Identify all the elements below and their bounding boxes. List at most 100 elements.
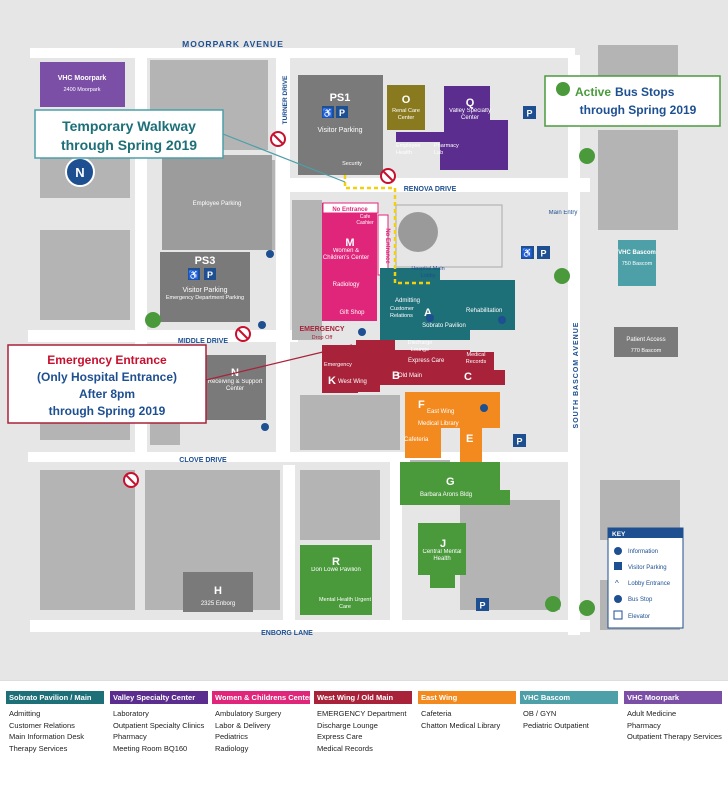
key-item-3: Bus Stop <box>628 597 653 603</box>
key-item-4: Elevator <box>628 614 650 620</box>
m-cafe: Cafe Cashier <box>356 214 374 226</box>
legend-header: Sobrato Pavilion / Main <box>6 691 104 704</box>
street-clove: CLOVE DRIVE <box>179 457 227 464</box>
main-entry-wrap: Main Entry <box>549 210 578 216</box>
grey-annex <box>292 200 322 340</box>
parking-icon <box>537 246 550 259</box>
building-a[interactable] <box>380 268 515 340</box>
legend-item: Pediatrics <box>215 732 248 741</box>
bus-stops <box>145 148 595 616</box>
wheelchair-glyph: ♿ <box>188 269 199 280</box>
patient-access-address: 770 Bascom <box>631 348 662 354</box>
bus-stop-icon <box>614 595 622 603</box>
legend-item: Labor & Delivery <box>215 720 271 730</box>
parking-glyph: P <box>339 108 345 118</box>
a-code: A <box>424 307 432 319</box>
info-icon <box>426 314 434 322</box>
street-turner: TURNER DRIVE <box>282 75 289 124</box>
ps3-ed-parking: Emergency Department Parking <box>165 295 245 301</box>
parking-icon <box>513 434 526 447</box>
m-no-entrance-side: No Entrance <box>384 228 390 264</box>
key-title: KEY <box>612 531 626 538</box>
parking-glyph: P <box>207 270 213 280</box>
building-j[interactable] <box>418 523 466 588</box>
k-name: West Wing <box>338 379 367 385</box>
r-urgent-wrap: Mental Health Urgent Care <box>319 597 371 610</box>
legend-header: VHC Moorpark <box>624 691 722 704</box>
o-name: Renal Care Center <box>392 108 420 121</box>
legend-item: Cafeteria <box>421 709 452 718</box>
building-q[interactable] <box>396 86 508 170</box>
ps3-code: PS3 <box>195 255 216 267</box>
walkway-line1: Temporary Walkway <box>62 118 196 134</box>
temporary-walkway-path <box>343 175 432 285</box>
bus-callout <box>544 75 721 127</box>
q-code: Q <box>466 97 475 109</box>
m-name-wrap: Women & Children's Center <box>323 248 369 261</box>
building-f-lower <box>405 428 441 458</box>
emergency-small: Emergency <box>324 362 352 368</box>
ps1-code: PS1 <box>330 92 351 104</box>
building-r[interactable] <box>300 545 372 615</box>
building-k[interactable] <box>322 345 358 393</box>
employee-parking-label: Employee Parking <box>193 201 242 207</box>
m-gift-shop: Gift Shop <box>339 310 365 316</box>
legend-col-westwing: West Wing / Old Main EMERGENCY Departmen… <box>314 691 412 754</box>
legend-item: Adult Medicine <box>627 709 677 718</box>
ps1-security: Security <box>342 161 362 167</box>
building-h[interactable] <box>183 572 253 612</box>
m-code: M <box>345 237 354 249</box>
building-vhc-bascom[interactable] <box>618 240 656 286</box>
legend-header: East Wing <box>418 691 516 704</box>
r-name: Don Lowe Pavilion <box>311 567 361 573</box>
ps3-label: Visitor Parking <box>182 287 227 294</box>
street-renova: RENOVA DRIVE <box>404 186 457 193</box>
ps3-ed-wrap: Emergency Department Parking <box>165 295 245 301</box>
wheelchair-glyph: ♿ <box>522 247 533 258</box>
parking-glyph: P <box>479 601 485 611</box>
bus-stop-icon <box>579 148 595 164</box>
building-m[interactable] <box>322 203 377 321</box>
info-icon <box>261 423 269 431</box>
building-vhc-moorpark[interactable] <box>40 62 125 107</box>
bus-stop-icon <box>556 82 570 96</box>
j-name: Central Mental Health <box>422 549 462 562</box>
q-pl-wrap: Pharmacy Lab <box>434 143 459 156</box>
legend-item: Chatton Medical Library <box>421 720 501 730</box>
elevator-icon <box>613 610 623 620</box>
building-f[interactable] <box>405 392 500 470</box>
building-o[interactable] <box>387 85 425 130</box>
legend-item: Express Care <box>317 732 363 741</box>
r-name-wrap: Don Lowe Pavilion <box>311 567 361 573</box>
a-name: Sobrato Pavilion <box>422 323 466 329</box>
c-name-wrap: Medical Records <box>466 352 486 365</box>
legend-item: Discharge Lounge <box>317 720 378 730</box>
legend-item: Outpatient Therapy Services <box>627 732 722 741</box>
building-g[interactable] <box>400 462 510 505</box>
building-c[interactable] <box>460 352 494 380</box>
b-name: Old Main <box>398 373 422 379</box>
legend-header: West Wing / Old Main <box>314 691 412 704</box>
b-discharge-wrap: Discharge Lounge <box>408 340 433 353</box>
legend-item: Pharmacy <box>627 720 661 730</box>
legend-item: Admitting <box>9 709 41 718</box>
legend-header: VHC Bascom <box>520 691 618 704</box>
wheelchair-icon <box>521 246 534 259</box>
street-moorpark: MOORPARK AVENUE <box>182 39 284 49</box>
legend-item: Radiology <box>215 743 249 753</box>
emergency-callout-line3: After 8pm <box>79 387 135 401</box>
j-name-wrap: Central Mental Health <box>422 549 462 562</box>
r-code: R <box>332 556 340 568</box>
legend-header: Women & Childrens Center <box>212 691 310 704</box>
m-no-entrance-bar <box>322 202 379 214</box>
building-ps3[interactable] <box>160 252 250 322</box>
e-code: E <box>466 433 473 445</box>
building-ps1[interactable] <box>298 75 383 175</box>
n-name: Receiving & Support Center <box>207 379 263 392</box>
building-n[interactable] <box>204 355 266 420</box>
m-cafe-wrap: Cafe Cashier <box>356 214 374 226</box>
building-patient-access[interactable] <box>614 327 678 357</box>
